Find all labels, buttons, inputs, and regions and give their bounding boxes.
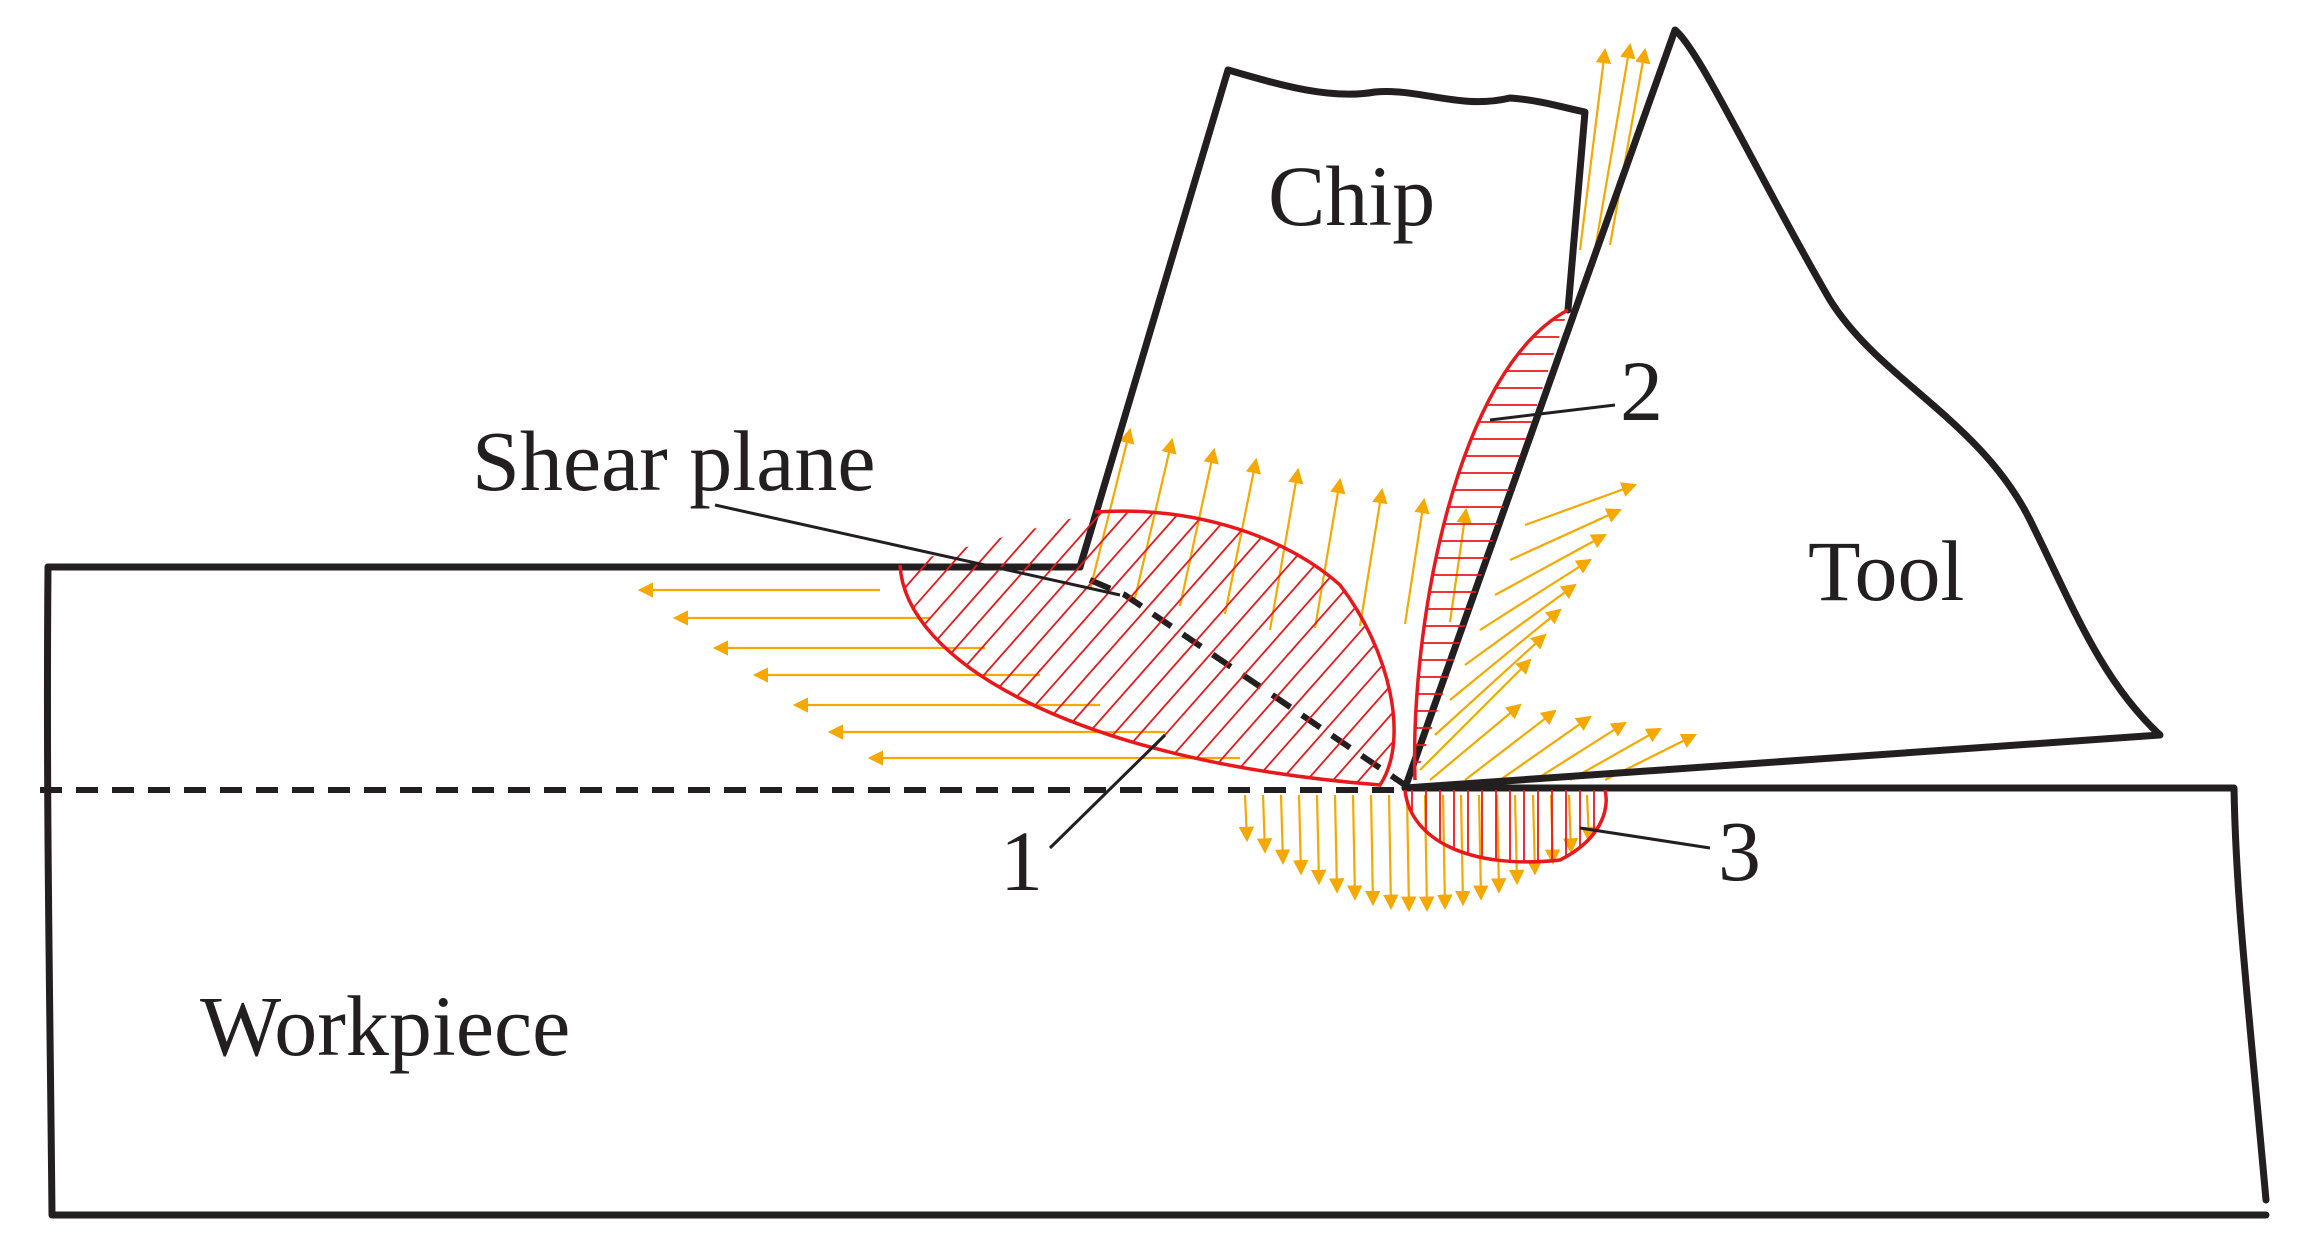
shear-plane-leader — [714, 503, 1121, 597]
heat-flux-arrow — [1311, 794, 1327, 886]
zone-1-leader — [1048, 733, 1167, 850]
hatch-line — [1219, 511, 1395, 785]
hatch-line — [900, 511, 1105, 785]
heat-flux-arrow — [1580, 794, 1597, 843]
heat-flux-arrow — [1292, 794, 1309, 876]
heat-flux-arrow — [1499, 715, 1592, 781]
chip-label: Chip — [1268, 148, 1435, 244]
zone-2-label: 2 — [1620, 343, 1663, 439]
workpiece-label: Workpiece — [200, 978, 570, 1074]
zone-3-leader — [1579, 826, 1711, 850]
heat-flux-arrow — [1524, 482, 1638, 527]
tool-label: Tool — [1808, 523, 1964, 619]
heat-flux-arrow — [1593, 42, 1636, 251]
hatch-line — [900, 511, 1131, 785]
heat-flux-arrow — [1403, 497, 1430, 625]
heat-flux-arrow — [1562, 794, 1579, 854]
heat-flux-arrow — [1274, 794, 1291, 865]
heat-flux-arrows — [637, 42, 1697, 912]
workpiece-outline — [43, 563, 2270, 1219]
heat-flux-arrow — [1329, 794, 1345, 894]
heat-flux-arrow — [1434, 633, 1547, 736]
heat-flux-arrow — [1347, 794, 1363, 901]
primary-deformation-zone — [898, 509, 1396, 787]
heat-flux-arrow — [1437, 794, 1453, 911]
heat-flux-arrow — [1268, 467, 1304, 631]
zone-3-label: 3 — [1718, 803, 1761, 899]
heat-flux-arrow — [1473, 794, 1489, 901]
hatch-line — [1323, 511, 1395, 785]
heat-flux-arrow — [1608, 47, 1651, 246]
hatch-line — [1193, 511, 1395, 785]
heat-flux-arrow — [1256, 794, 1273, 854]
heat-flux-arrow — [1494, 533, 1607, 596]
heat-flux-arrow — [1491, 794, 1507, 894]
heat-flux-arrow — [1534, 721, 1627, 781]
heat-flux-arrow — [1448, 507, 1472, 623]
heat-flux-arrow — [1223, 457, 1261, 615]
heat-flux-arrow — [1383, 794, 1399, 911]
zone-2-leader — [1489, 403, 1616, 422]
heat-flux-arrow — [1401, 794, 1417, 912]
hatch-line — [1245, 511, 1395, 785]
heat-flux-arrow — [1479, 558, 1592, 631]
zone-1-label: 1 — [1000, 813, 1043, 909]
hatch-line — [1271, 511, 1395, 785]
tool-outline — [1401, 26, 2164, 792]
heat-flux-arrow — [1464, 709, 1557, 781]
heat-flux-arrow — [1313, 477, 1346, 629]
heat-flux-arrow — [1429, 703, 1522, 781]
hatch-line — [1297, 511, 1395, 785]
heat-flux-arrow — [1569, 727, 1662, 781]
heat-flux-arrow — [1509, 794, 1525, 886]
chip-outline — [1076, 66, 1589, 571]
heat-flux-arrow — [1455, 794, 1471, 907]
heat-flux-arrow — [1178, 447, 1219, 607]
heat-flux-arrow — [1365, 794, 1381, 907]
heat-flux-arrow — [1238, 794, 1255, 843]
heat-flux-arrow — [1358, 487, 1388, 627]
heat-flux-arrow — [1464, 583, 1577, 666]
heat-flux-arrow — [1133, 437, 1177, 599]
shear-plane-line — [1088, 577, 1407, 788]
heat-flux-arrow — [1509, 508, 1623, 562]
heat-flux-arrow — [1419, 658, 1532, 771]
heat-flux-arrow — [1449, 608, 1562, 701]
shear-plane-label: Shear plane — [472, 413, 876, 509]
heat-flux-arrow — [1578, 47, 1612, 251]
tertiary-deformation-zone — [1403, 789, 1608, 864]
